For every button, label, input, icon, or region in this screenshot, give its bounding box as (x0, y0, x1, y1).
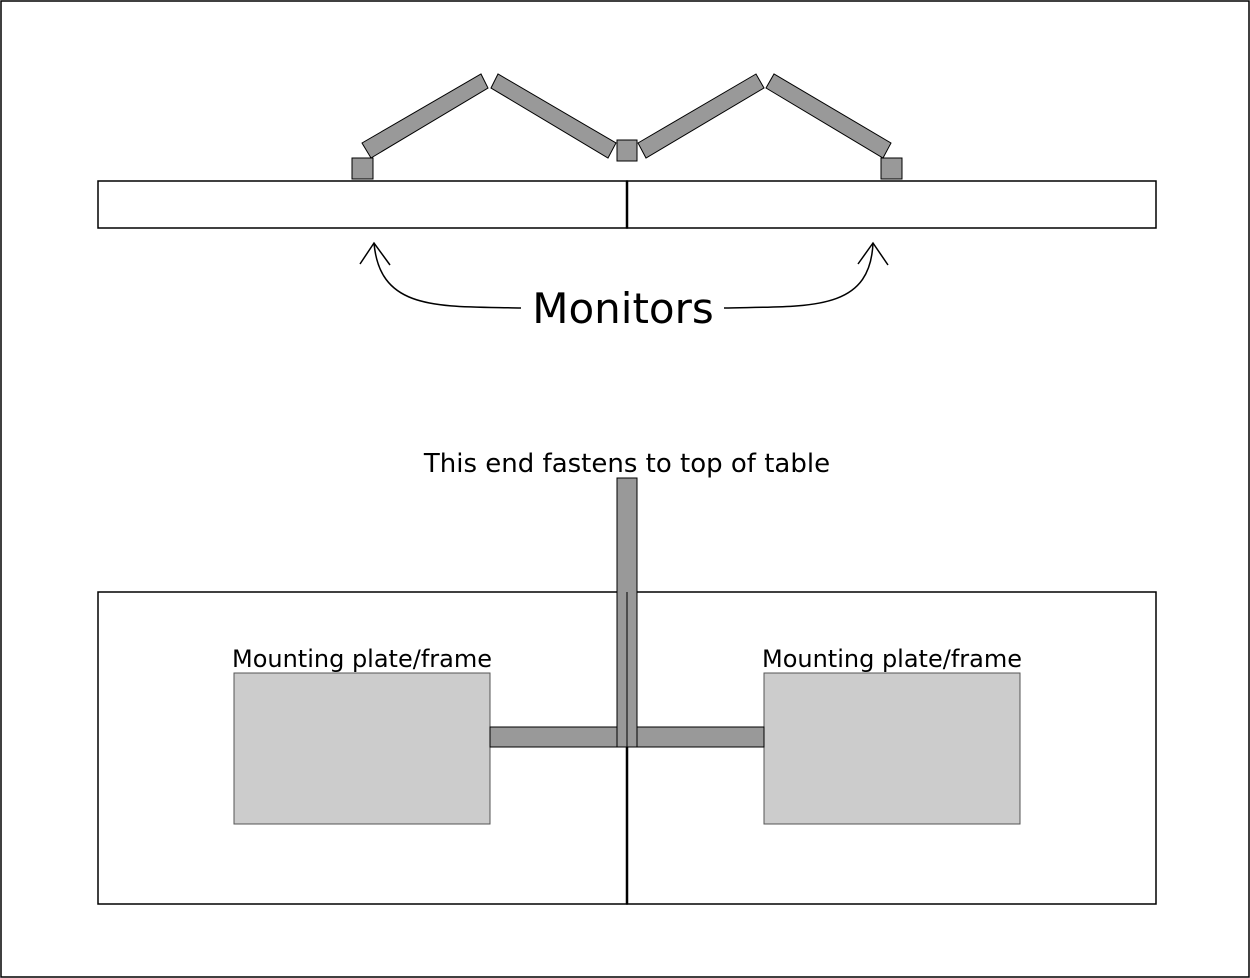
monitor-left-top (97, 180, 628, 229)
mounting-plate-right (763, 672, 1021, 825)
mounting-plate-left-label: Mounting plate/frame (232, 645, 492, 673)
top-view: Monitors (97, 73, 1157, 333)
arrow-left-curve (373, 242, 522, 309)
arm-segment-3 (637, 73, 765, 159)
arm-horizontal-right (636, 726, 765, 748)
monitor-right-top (626, 180, 1157, 229)
arrow-left-head (359, 241, 391, 266)
arm-segment-1 (361, 73, 489, 159)
fastens-label: This end fastens to top of table (423, 449, 830, 479)
mounting-plate-left (233, 672, 491, 825)
monitors-label: Monitors (532, 284, 714, 333)
front-view: This end fastens to top of table Mountin… (97, 449, 1157, 905)
arrow-right-head (857, 241, 889, 266)
arm-horizontal-left (489, 726, 618, 748)
arm-segment-4 (765, 73, 892, 159)
arm-segment-2 (490, 73, 617, 159)
bracket-left (351, 157, 374, 180)
mounting-plate-right-label: Mounting plate/frame (762, 645, 1022, 673)
bracket-right (880, 157, 903, 180)
arrow-right-curve (723, 242, 874, 309)
bracket-center (616, 139, 638, 162)
